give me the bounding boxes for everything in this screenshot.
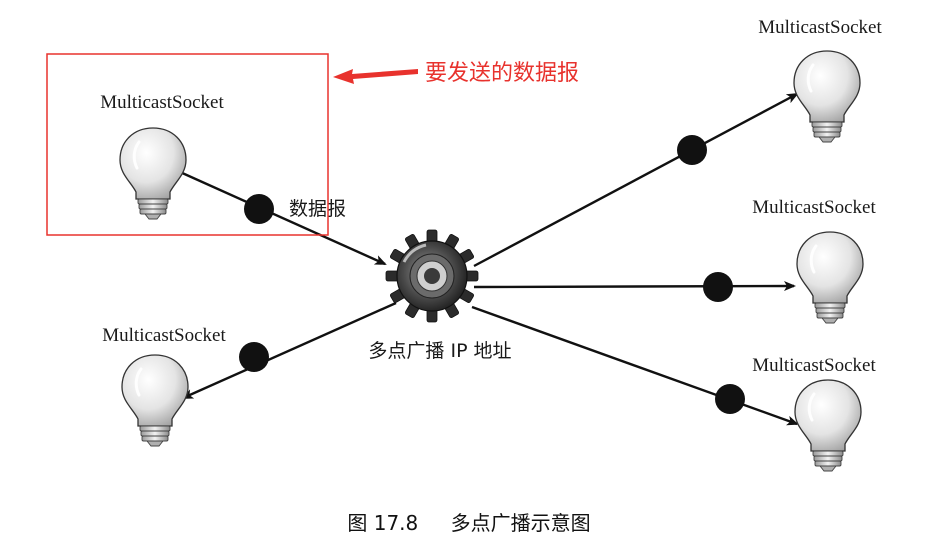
source-socket-label: MulticastSocket <box>100 92 224 113</box>
receiver-socket-label-middle-right: MulticastSocket <box>752 197 876 218</box>
hub-to-bottom-right-arrow <box>471 305 799 426</box>
source-to-hub-arrow <box>179 170 387 266</box>
annotation-label: 要发送的数据报 <box>425 61 579 86</box>
receiver-bulb-icon-bottom-left <box>120 353 190 448</box>
figure-title: 多点广播示意图 <box>451 511 591 535</box>
datagram-dot-source <box>244 194 274 224</box>
multicast-hub-gear-icon <box>385 229 479 323</box>
hub-to-top-right-arrow <box>473 92 799 268</box>
figure-caption: 图 17.8 多点广播示意图 <box>347 511 590 535</box>
datagram-dot-middle-right <box>703 272 733 302</box>
receiver-bulb-icon-bottom-right <box>793 378 863 473</box>
datagram-dot-bottom-left <box>239 342 269 372</box>
source-bulb-icon <box>118 126 188 221</box>
receiver-socket-label-bottom-right: MulticastSocket <box>752 355 876 376</box>
receiver-socket-label-top-right: MulticastSocket <box>758 17 882 38</box>
annotation-arrow-icon <box>333 69 418 84</box>
receiver-bulb-icon-middle-right <box>795 230 865 325</box>
hub-to-middle-right-arrow <box>473 281 796 292</box>
receiver-socket-label-bottom-left: MulticastSocket <box>102 325 226 346</box>
datagram-dot-top-right <box>677 135 707 165</box>
hub-label: 多点广播 IP 地址 <box>368 340 511 362</box>
highlight-box <box>46 53 329 236</box>
datagram-dot-bottom-right <box>715 384 745 414</box>
figure-number: 图 17.8 <box>347 511 418 535</box>
datagram-label: 数据报 <box>289 198 346 220</box>
hub-to-bottom-left-arrow <box>181 301 397 400</box>
receiver-bulb-icon-top-right <box>792 49 862 144</box>
